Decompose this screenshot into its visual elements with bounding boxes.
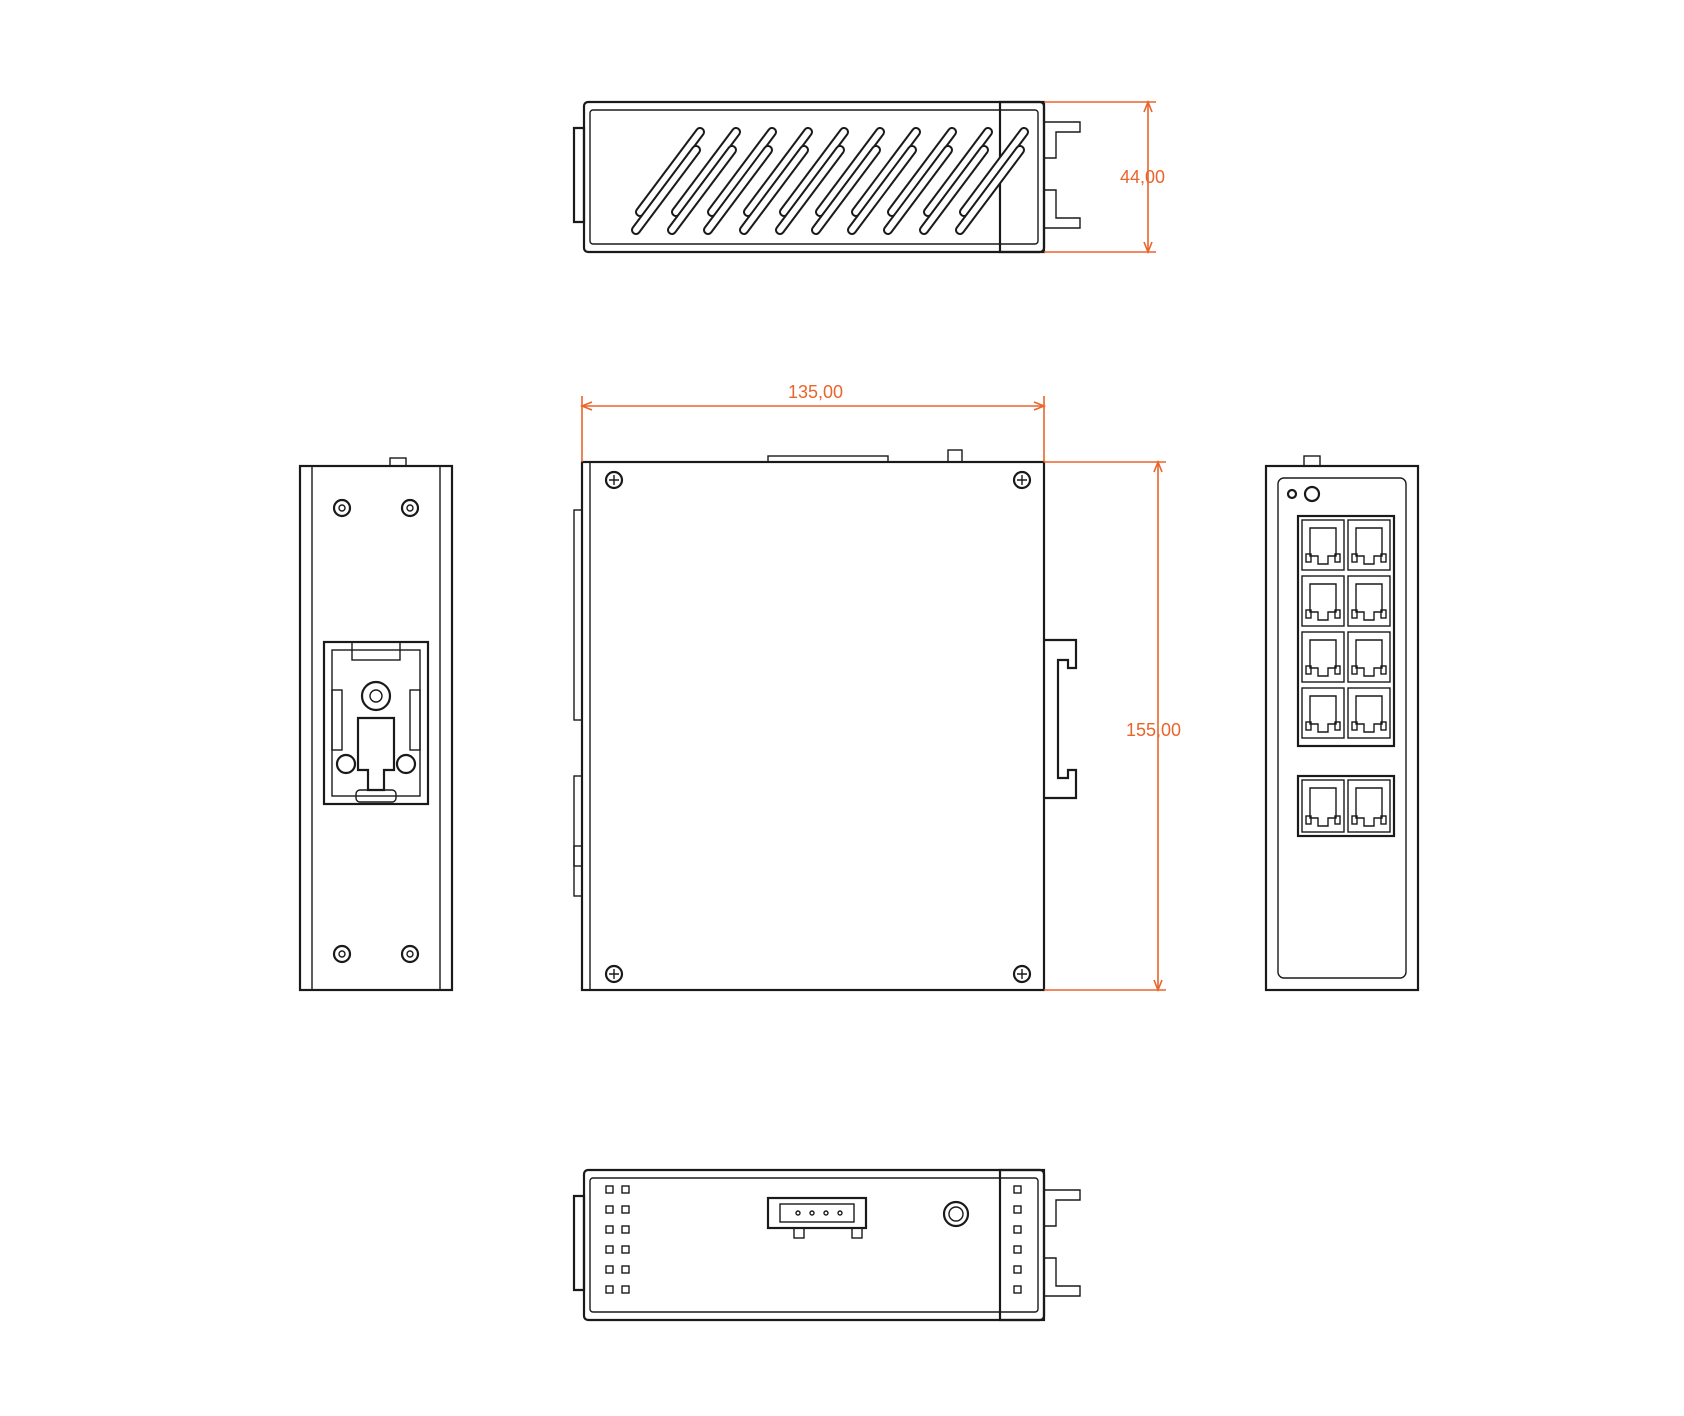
rear-view-ground-stud — [389, 457, 407, 467]
rj45-ports — [1301, 519, 1391, 739]
ventilation-slots — [631, 127, 1029, 235]
vent-slot-inner — [705, 147, 771, 233]
vent-slot-inner — [637, 129, 703, 215]
vent-slot-inner — [813, 147, 879, 233]
rj45-port — [1347, 519, 1391, 571]
led-square — [1013, 1185, 1022, 1194]
vent-slot-inner — [673, 129, 739, 215]
side-view-left-rail-middle — [573, 775, 583, 867]
led-square — [1013, 1285, 1022, 1294]
din-rail-bracket — [322, 640, 430, 806]
front-view — [1264, 455, 1420, 992]
console-port — [942, 1200, 970, 1228]
vent-slot-inner — [889, 129, 955, 215]
rj45-port — [1301, 575, 1345, 627]
rear-mount-hole-3 — [332, 944, 352, 964]
vent-slot-inner — [633, 147, 699, 233]
led-square — [1013, 1265, 1022, 1274]
rj45-port — [1301, 519, 1345, 571]
top-view-left-lip — [572, 126, 586, 224]
led-square — [605, 1285, 614, 1294]
side-view-panel — [580, 460, 1046, 992]
led-square — [1013, 1225, 1022, 1234]
side-view-left-rail-upper — [573, 509, 583, 721]
vent-slot-inner — [781, 129, 847, 215]
led-square — [605, 1225, 614, 1234]
rj45-port — [1301, 631, 1345, 683]
rear-mount-hole-4 — [400, 944, 420, 964]
bottom-view-end-cap — [998, 1168, 1046, 1322]
uplink-ports — [1301, 779, 1391, 833]
vent-slot-inner — [961, 129, 1027, 215]
led-square — [605, 1205, 614, 1214]
rj45-port — [1347, 631, 1391, 683]
rj45-port-block — [1296, 514, 1396, 748]
front-view-outline — [1264, 464, 1420, 992]
side-view — [573, 449, 1078, 992]
width-dimension-label: 135,00 — [788, 382, 843, 402]
front-view-ground-stud — [1303, 455, 1321, 467]
top-view-din-clip-bottom — [1044, 189, 1081, 229]
vent-slot-inner — [957, 147, 1023, 233]
bottom-view-outline — [582, 1168, 1046, 1322]
width-dimension: 135,00 — [579, 382, 1047, 462]
led-square — [621, 1225, 630, 1234]
screw-top-right — [1012, 470, 1032, 490]
led-square — [621, 1205, 630, 1214]
rj45-port — [1347, 687, 1391, 739]
led-square — [605, 1265, 614, 1274]
top-view — [572, 100, 1081, 254]
led-square — [621, 1185, 630, 1194]
uplink-port-block — [1296, 774, 1396, 838]
rear-mount-hole-2 — [400, 498, 420, 518]
vent-slot-inner — [741, 147, 807, 233]
vent-slot-inner — [885, 147, 951, 233]
led-square — [621, 1245, 630, 1254]
rear-view — [298, 457, 454, 992]
front-reset-button[interactable] — [1303, 485, 1321, 503]
led-indicators-right — [1013, 1185, 1022, 1294]
front-status-led — [1286, 488, 1298, 500]
side-view-left-rail-lower — [573, 845, 583, 897]
depth-dimension-label: 155,00 — [1126, 720, 1181, 740]
led-square — [605, 1245, 614, 1254]
led-square — [621, 1265, 630, 1274]
vent-slot-inner — [745, 129, 811, 215]
led-square — [1013, 1205, 1022, 1214]
vent-slot-inner — [925, 129, 991, 215]
height-dimension: 44,00 — [1044, 99, 1165, 255]
front-view-faceplate — [1277, 477, 1407, 979]
vent-slot-inner — [669, 147, 735, 233]
side-view-ground-stud — [947, 449, 963, 463]
rj45-port — [1347, 779, 1391, 833]
vent-slot-inner — [849, 147, 915, 233]
screw-bottom-left — [604, 964, 624, 984]
vent-slot-inner — [709, 129, 775, 215]
led-square — [621, 1285, 630, 1294]
side-view-din-clip — [1044, 638, 1078, 800]
depth-dimension: 155,00 — [1044, 459, 1181, 993]
power-terminal-block — [766, 1196, 868, 1239]
led-square — [1013, 1245, 1022, 1254]
top-view-din-clip-top — [1044, 121, 1081, 159]
vent-slot-inner — [853, 129, 919, 215]
rj45-port — [1301, 687, 1345, 739]
rear-view-outline — [298, 464, 454, 992]
screw-bottom-right — [1012, 964, 1032, 984]
led-indicators-left — [605, 1185, 630, 1294]
rear-mount-hole-1 — [332, 498, 352, 518]
vent-slot-inner — [817, 129, 883, 215]
height-dimension-label: 44,00 — [1120, 167, 1165, 187]
screw-top-left — [604, 470, 624, 490]
vent-slot-inner — [921, 147, 987, 233]
bottom-view — [572, 1168, 1081, 1322]
side-view-top-ridge — [767, 455, 889, 463]
rj45-port — [1301, 779, 1345, 833]
vent-slot-inner — [777, 147, 843, 233]
led-square — [605, 1185, 614, 1194]
top-view-inner-edge — [589, 109, 1039, 245]
rj45-port — [1347, 575, 1391, 627]
